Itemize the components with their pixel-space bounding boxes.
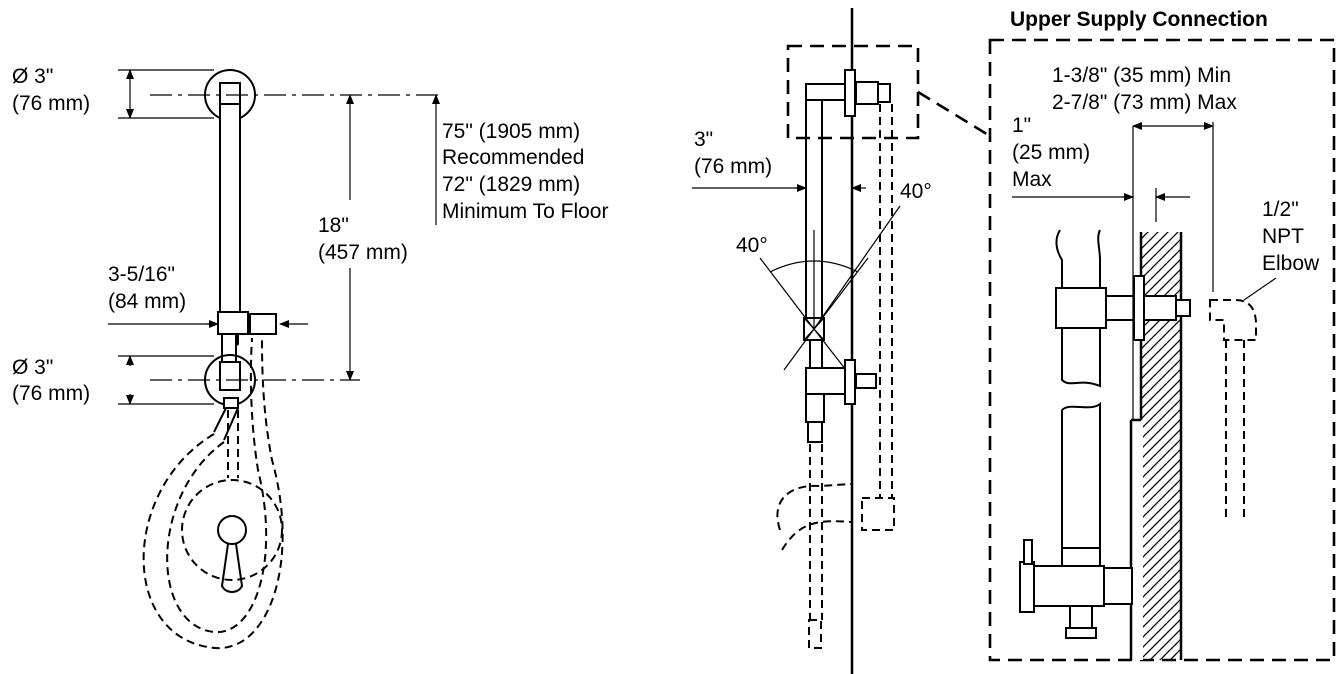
elbow-npt-label: NPT [1262,225,1304,248]
hose-outline-inner [166,337,268,634]
max-projection-label: 1" [1012,114,1031,137]
slide-bar [219,103,241,317]
detail-title: Upper Supply Connection [1010,8,1268,31]
bracket-projection-label: 3-5/16" [108,263,175,286]
front-view: Ø 3" (76 mm) 18" (457 mm) 75" (1905 mm) … [12,65,608,650]
upper-supply-detail: Upper Supply Connection 1 [988,8,1336,662]
side-offset-label: 3" [694,128,713,151]
top-mount-block [219,82,241,106]
angle-right-label: 40° [900,180,932,203]
elbow-word-label: Elbow [1262,252,1320,275]
height-recommended-word: Recommended [442,146,584,169]
max-projection-max-label: Max [1012,168,1052,191]
valve-handle [220,543,244,593]
height-recommended-label: 75" (1905 mm) [442,120,580,143]
bracket-projection-mm-label: (84 mm) [108,290,186,313]
hose-outline-outer [142,337,284,650]
max-projection-mm-label: (25 mm) [1012,141,1090,164]
height-minimum-label: 72" (1829 mm) [442,173,580,196]
side-offset-mm-label: (76 mm) [694,155,772,178]
valve-trim-outline [181,479,283,581]
height-minimum-word: Minimum To Floor [442,200,608,223]
angle-left-label: 40° [736,234,768,257]
bar-length-label: 18" [318,214,349,237]
top-diameter-label: Ø 3" [12,65,53,88]
elbow-size-label: 1/2" [1262,198,1299,221]
top-diameter-mm-label: (76 mm) [12,92,90,115]
connection-min-label: 1-3/8" (35 mm) Min [1052,64,1231,87]
handshower-holder [249,313,277,335]
connection-max-label: 2-7/8" (73 mm) Max [1052,91,1237,114]
bottom-diameter-mm-label: (76 mm) [12,382,90,405]
bar-length-mm-label: (457 mm) [318,241,408,264]
bottom-diameter-label: Ø 3" [12,356,53,379]
side-view: 3" (76 mm) 40° 40° [692,8,991,674]
slide-bracket [217,311,249,335]
